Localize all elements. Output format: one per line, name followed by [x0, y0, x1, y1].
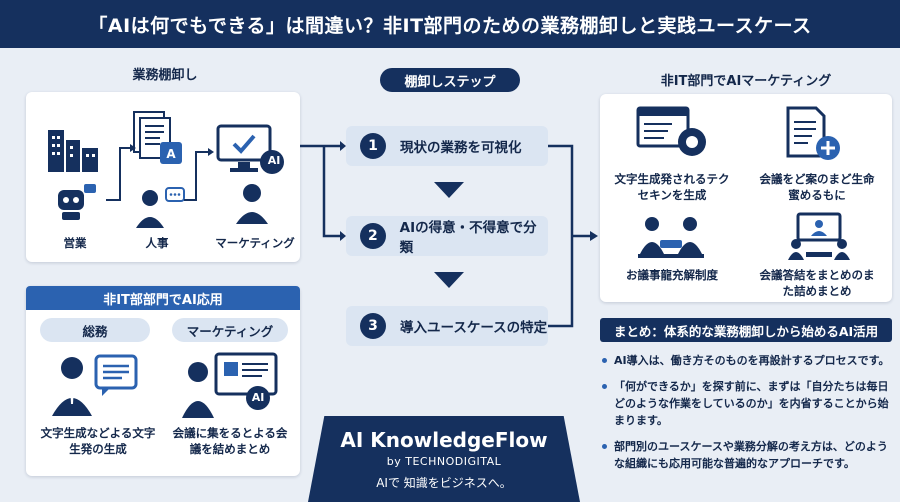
presenter-screen-icon: [182, 352, 278, 418]
step-1-text: 現状の業務を可視化: [400, 140, 522, 156]
summary-bullet-2: 「何ができるか」を探す前に、まずは「自分たちは毎日どのような作業をしているのか」…: [600, 378, 896, 429]
brand-name: AI KnowledgeFlow: [340, 428, 548, 452]
ai-badge-label: AI: [267, 154, 281, 167]
nonit-title: 非IT部部門でAI応用: [26, 286, 300, 310]
brand-by: by TECHNODIGITAL: [386, 455, 502, 468]
document-translate-icon: A: [133, 111, 182, 164]
step-down-arrow-2: [434, 272, 464, 288]
flow-connectors: [300, 141, 598, 328]
step-2-number: 2: [360, 223, 386, 249]
summary-title: まとめ：体系的な業務棚卸しから始めるAI活用: [600, 318, 892, 342]
marketing-cell-3: お議事龍充解制度: [626, 268, 718, 282]
step-1: 1 現状の業務を可視化: [346, 126, 548, 166]
marketing-cell-1: 文字生成発されるテクセキンを生成: [614, 172, 730, 202]
browser-gear-icon: [636, 106, 706, 156]
nonit-tab-marketing: マーケティング: [172, 318, 288, 342]
marketing-cell-4: 会議答結をまとめのまた詰めまとめ: [759, 268, 875, 298]
inventory-flow-arrows: [106, 144, 214, 201]
nonit-ai-badge-label: AI: [251, 391, 265, 404]
step-1-number: 1: [360, 133, 386, 159]
brand-banner: AI KnowledgeFlow by TECHNODIGITAL AIで 知識…: [308, 416, 580, 502]
meeting-people-icon: [638, 217, 704, 258]
svg-text:A: A: [166, 147, 176, 161]
nonit-caption-marketing: 会議に集をるとよる会議を結めまとめ: [172, 426, 288, 456]
step-down-arrow-1: [434, 182, 464, 198]
nonit-caption-general: 文字生成などよる文字生発の生成: [40, 426, 156, 456]
step-2-text: AIの得意・不得意で分類: [399, 220, 537, 256]
person-chat-icon: [136, 187, 185, 228]
inventory-label-hr: 人事: [145, 236, 169, 250]
summary-bullet-1: AI導入は、働き方そのものを再設計するプロセスです。: [600, 352, 896, 369]
step-2: 2 AIの得意・不得意で分類: [346, 216, 548, 256]
summary-bullet-3: 部門別のユースケースや業務分解の考え方は、どのような組織にも応用可能な普遍的なア…: [600, 438, 896, 472]
marketing-title: 非IT部門でAIマーケティング: [660, 74, 832, 89]
building-icon: [48, 130, 98, 172]
steps-title: 棚卸しステップ: [380, 68, 520, 92]
step-3: 3 導入ユースケースの特定: [346, 306, 548, 346]
inventory-label-marketing: マーケティング: [215, 236, 295, 250]
page-title: 「AIは何でもできる」は間違い？非IT部門のための業務棚卸しと実践ユースケース: [0, 0, 900, 48]
marketing-cell-2: 会議をど案のまど生命蜜めるもに: [759, 172, 875, 202]
brand-tagline: AIで 知識をビジネスへ。: [376, 476, 512, 490]
inventory-label-sales: 営業: [63, 236, 87, 250]
robot-icon: [58, 184, 96, 220]
nonit-tab-general-affairs: 総務: [40, 318, 150, 342]
monitor-check-icon: [216, 124, 284, 174]
document-plus-icon: [786, 106, 840, 160]
step-3-text: 導入ユースケースの特定: [400, 320, 548, 336]
summary-list: AI導入は、働き方そのものを再設計するプロセスです。 「何ができるか」を探す前に…: [600, 352, 896, 481]
businessman-chat-icon: [52, 354, 138, 416]
inventory-title: 業務棚卸し: [132, 68, 198, 83]
step-3-number: 3: [360, 313, 386, 339]
meeting-board-icon: [788, 212, 850, 260]
person-icon: [236, 184, 268, 224]
